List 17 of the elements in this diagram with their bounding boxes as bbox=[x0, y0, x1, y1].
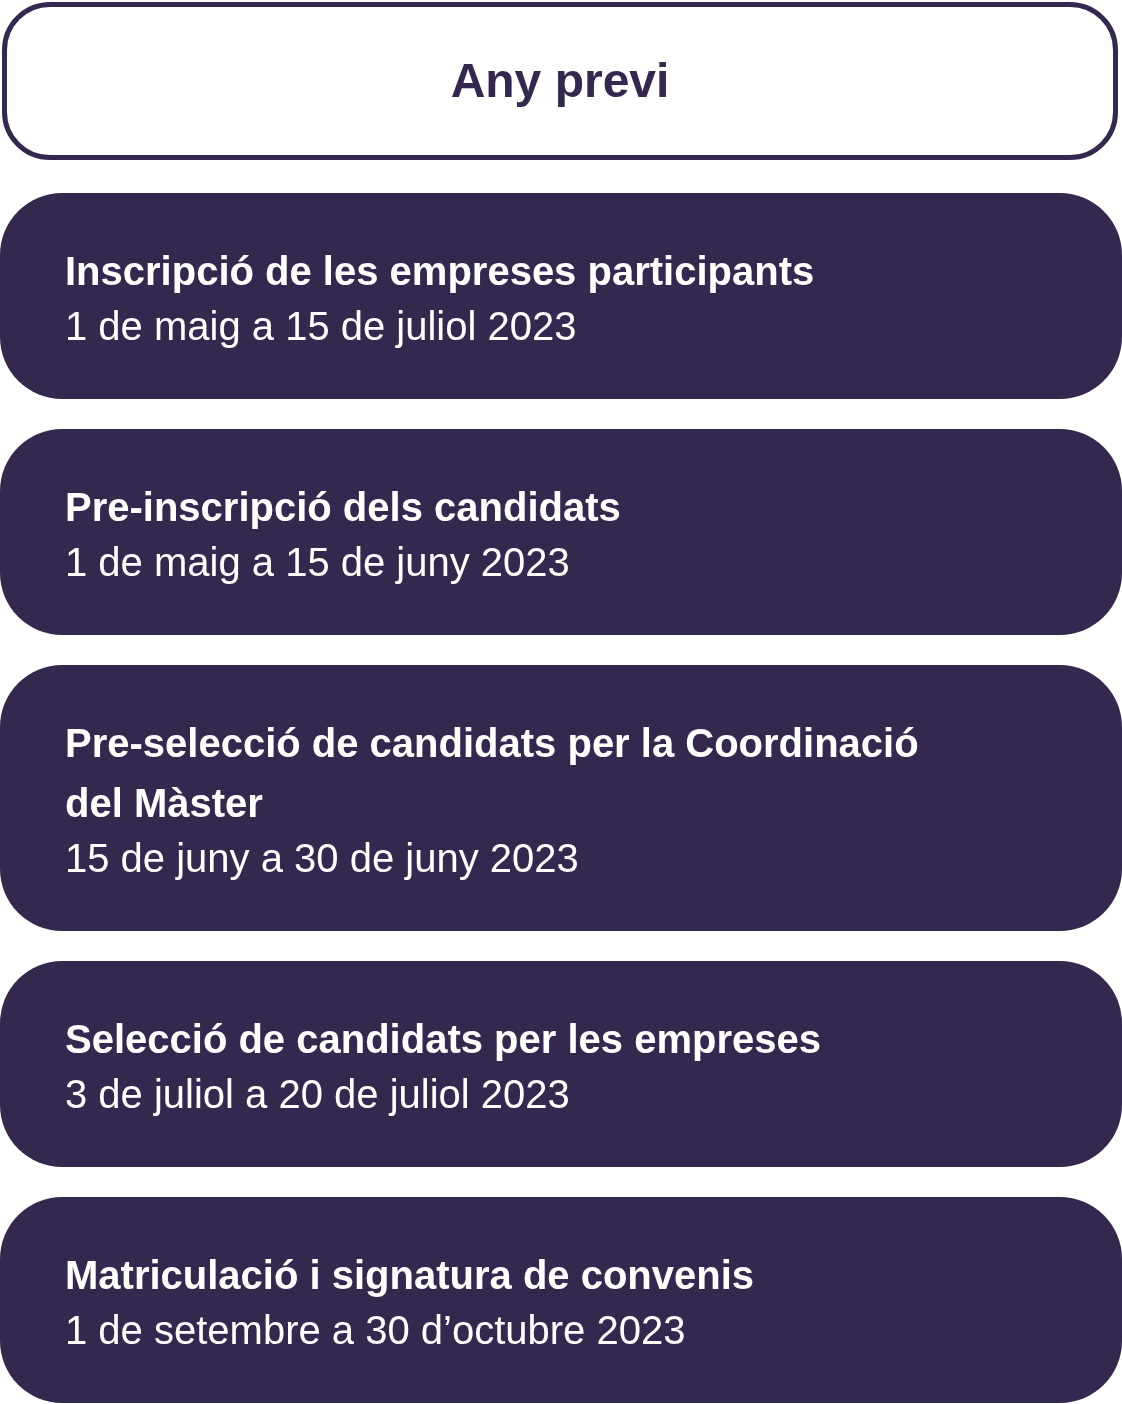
date-range: 3 de juliol a 20 de juliol 2023 bbox=[65, 1071, 570, 1118]
step-title: Matriculació i signatura de convenis bbox=[65, 1252, 755, 1299]
step-box bbox=[0, 665, 1122, 931]
step-title: Pre-inscripció dels candidats bbox=[65, 484, 621, 531]
section-heading: Any previ bbox=[450, 53, 670, 110]
step-box bbox=[0, 1197, 1122, 1403]
step-title: Inscripció de les empreses participants bbox=[65, 248, 815, 295]
date-range: 15 de juny a 30 de juny 2023 bbox=[65, 835, 579, 882]
header-box bbox=[2, 2, 1118, 160]
step-box bbox=[0, 961, 1122, 1167]
step-box bbox=[0, 193, 1122, 399]
date-range: 1 de maig a 15 de juny 2023 bbox=[65, 539, 570, 586]
date-range: 1 de setembre a 30 d’octubre 2023 bbox=[65, 1307, 686, 1354]
step-title: Selecció de candidats per les empreses bbox=[65, 1016, 821, 1063]
step-title: Pre-selecció de candidats per la Coordinació del Màster bbox=[65, 720, 920, 827]
date-range: 1 de maig a 15 de juliol 2023 bbox=[65, 303, 577, 350]
step-box bbox=[0, 429, 1122, 635]
